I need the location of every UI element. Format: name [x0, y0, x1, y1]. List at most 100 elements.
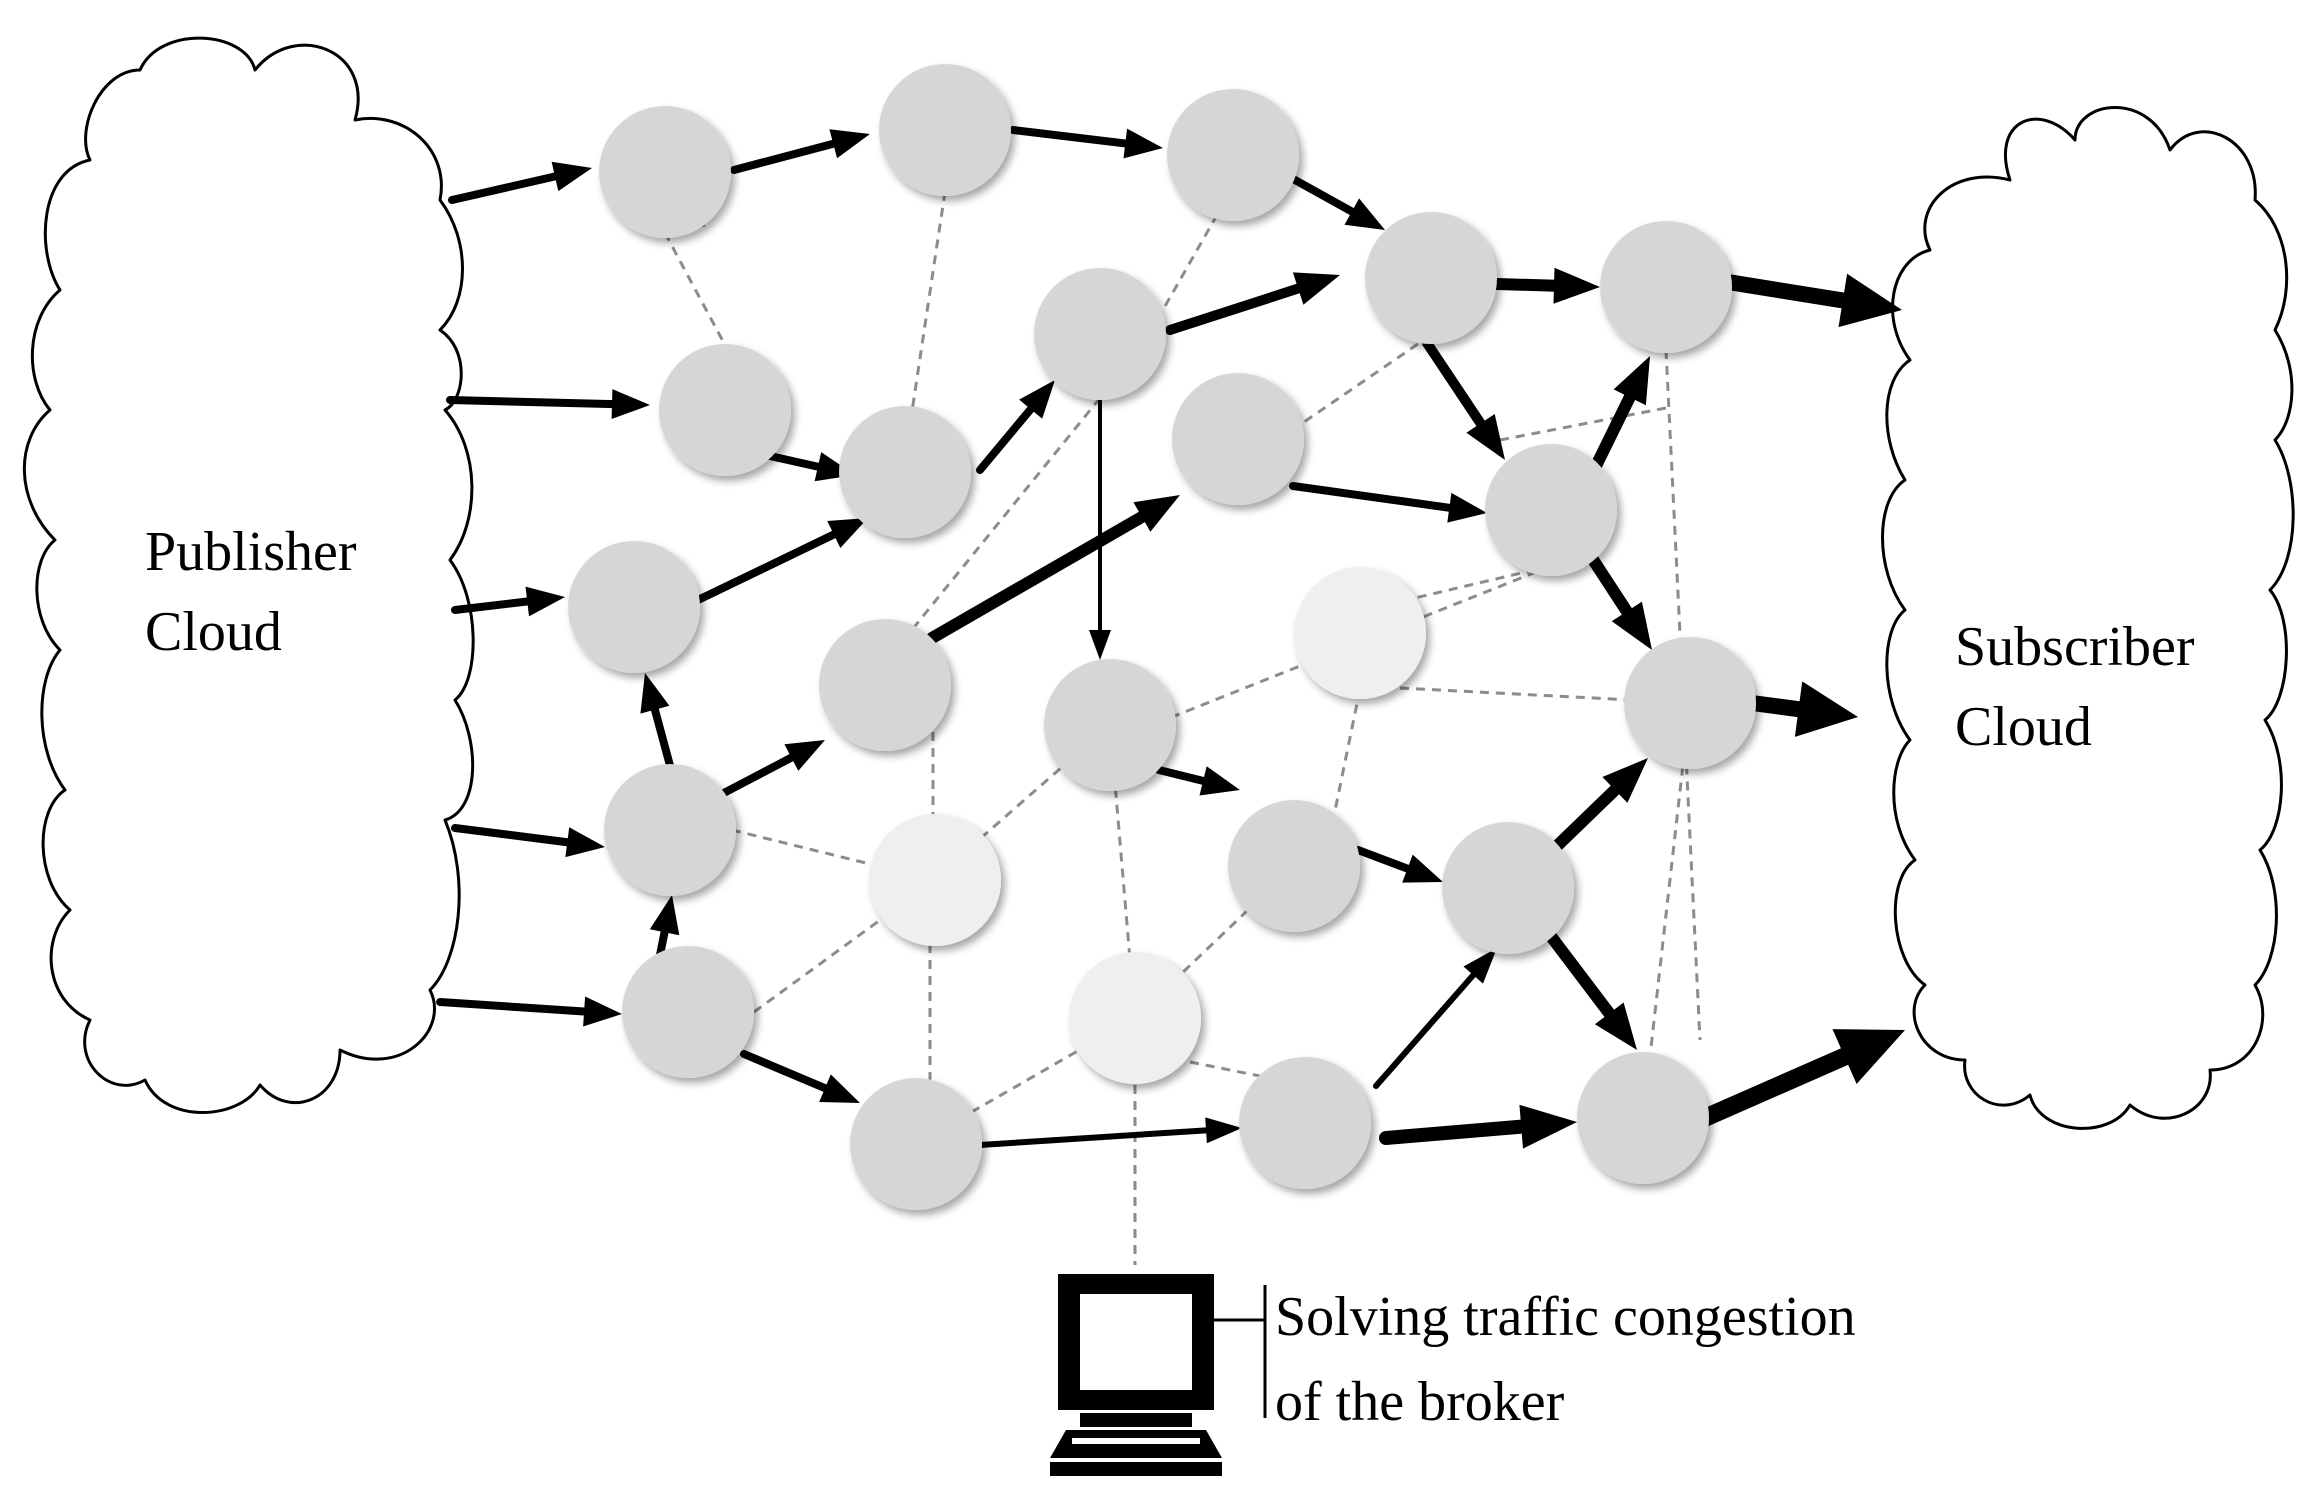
broker-node: [568, 541, 700, 673]
broker-node: [599, 106, 731, 238]
caption-bracket: [1214, 1285, 1267, 1418]
computer-monitor-icon: [1050, 1274, 1222, 1476]
flow-arrow-shaft: [766, 452, 824, 472]
flow-arrow-shaft: [436, 998, 591, 1016]
flow-arrow-head: [1344, 198, 1385, 230]
flow-arrow-shaft: [730, 139, 840, 174]
broker-link: [1664, 349, 1702, 1041]
subscriber-label-line1: Subscriber: [1955, 616, 2195, 678]
subscriber-cloud: [1881, 106, 2295, 1130]
flow-arrow-shaft: [716, 752, 798, 799]
broker-node: [1239, 1057, 1371, 1189]
flow-arrow-head: [819, 1074, 860, 1103]
flow-arrow-head: [1402, 854, 1443, 883]
flow-arrow-head: [1123, 128, 1163, 159]
flow-arrow-shaft: [1584, 549, 1634, 620]
flow-arrow-shaft: [1691, 1046, 1856, 1129]
congested-broker-node: [869, 814, 1001, 946]
flow-arrow-head: [1613, 356, 1650, 406]
broker-link: [1287, 333, 1432, 435]
broker-node: [879, 64, 1011, 196]
flow-arrow-shaft: [926, 509, 1150, 644]
flow-arrow-head: [1292, 272, 1340, 305]
flow-arrow-shaft: [1379, 1119, 1531, 1145]
traffic-flow-arrows: [436, 126, 1905, 1149]
flow-arrow-shaft: [1165, 282, 1306, 335]
flow-arrow-shaft: [451, 824, 574, 847]
flow-arrow-head: [1463, 948, 1497, 984]
flow-arrow-shaft: [694, 529, 840, 604]
flow-arrow-shaft: [650, 703, 676, 777]
flow-arrow-head: [1089, 630, 1111, 660]
broker-node: [1228, 800, 1360, 932]
flow-arrow-shaft: [1544, 929, 1617, 1021]
flow-arrow-head: [565, 827, 605, 858]
flow-arrow-shaft: [448, 172, 561, 204]
congested-broker-node: [1069, 952, 1201, 1084]
flow-arrow-head: [1519, 1104, 1577, 1149]
flow-arrow-shaft: [446, 396, 619, 409]
flow-arrow-shaft: [1291, 176, 1358, 217]
flow-arrow-head: [1447, 492, 1487, 523]
flow-arrow-shaft: [1354, 846, 1414, 874]
flow-arrow-head: [551, 161, 592, 192]
flow-arrow-head: [583, 996, 622, 1027]
flow-arrow-shaft: [1744, 695, 1809, 718]
publisher-label-line1: Publisher: [145, 521, 357, 583]
flow-arrow-head: [1838, 273, 1902, 328]
flow-arrow-shaft: [1491, 278, 1563, 292]
flow-arrow-shaft: [1720, 274, 1853, 309]
broker-node: [659, 344, 791, 476]
flow-arrow-head: [1205, 1117, 1242, 1144]
flow-arrow-head: [1466, 414, 1505, 460]
broker-node: [1167, 89, 1299, 221]
broker-node: [839, 406, 971, 538]
broker-link: [1329, 688, 1362, 831]
broker-node: [1485, 444, 1617, 576]
flow-arrow-head: [1553, 267, 1600, 304]
publisher-label-line2: Cloud: [145, 601, 282, 663]
flow-arrow-head: [1199, 766, 1240, 796]
broker-links: [663, 186, 1702, 1265]
broker-node: [1442, 822, 1574, 954]
flow-arrow-head: [784, 740, 825, 771]
flow-arrow-shaft: [656, 926, 669, 959]
broker-link: [731, 828, 936, 882]
broker-node: [850, 1078, 982, 1210]
flow-arrow-head: [829, 129, 870, 159]
flow-arrow-shaft: [977, 1127, 1212, 1148]
flow-arrow-shaft: [1373, 970, 1478, 1089]
publisher-cloud: [22, 36, 475, 1114]
broker-node: [1577, 1052, 1709, 1184]
flow-arrow-head: [1019, 380, 1055, 419]
broker-node: [604, 764, 736, 896]
broker-node: [819, 619, 951, 751]
broker-link: [883, 397, 1102, 664]
flow-arrow-shaft: [1588, 389, 1637, 476]
flow-arrow-head: [1611, 601, 1652, 650]
flow-arrow-shaft: [976, 403, 1036, 474]
flow-arrow-shaft: [451, 597, 534, 614]
broker-nodes: [568, 64, 1756, 1210]
flow-arrow-head: [649, 895, 680, 936]
monitor-caption-line2: of the broker: [1275, 1371, 1565, 1433]
flow-arrow-shaft: [1552, 782, 1623, 851]
flow-arrow-head: [1794, 681, 1858, 737]
broker-link: [753, 878, 936, 1014]
flow-arrow-shaft: [1422, 338, 1487, 431]
flow-arrow-head: [640, 673, 670, 714]
broker-node: [1044, 659, 1176, 791]
broker-node: [1172, 373, 1304, 505]
flow-arrow-head: [1602, 758, 1648, 803]
broker-node: [1600, 221, 1732, 353]
flow-arrow-head: [525, 586, 565, 617]
broker-link: [663, 232, 727, 346]
flow-arrow-head: [1133, 495, 1180, 532]
flow-arrow-head: [611, 389, 650, 419]
flow-arrow-head: [827, 518, 868, 548]
flow-arrow-head: [1594, 1002, 1637, 1050]
flow-arrow-head: [1832, 1029, 1905, 1084]
flow-arrow-shaft: [1009, 126, 1132, 148]
flow-arrow-shaft: [1289, 482, 1456, 513]
